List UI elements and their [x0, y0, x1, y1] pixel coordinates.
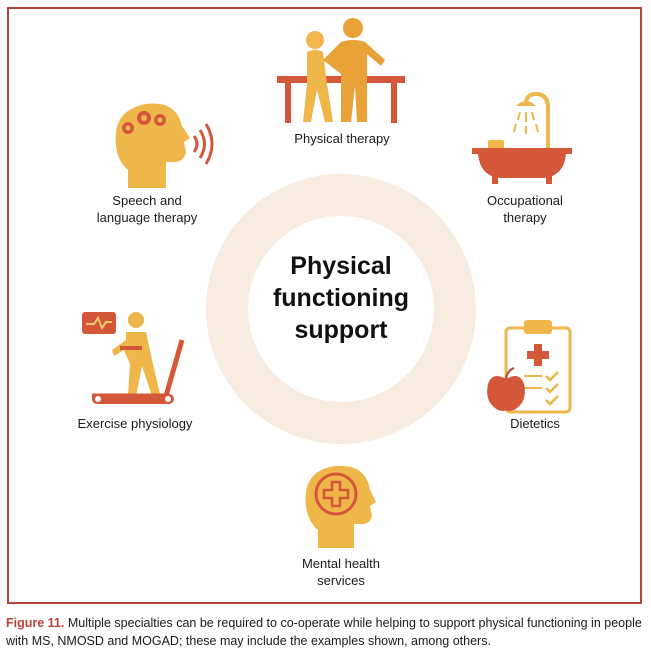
- center-title: Physical functioning support: [250, 250, 432, 346]
- speech-therapy-label: Speech and language therapy: [72, 192, 222, 226]
- label-line: Dietetics: [510, 416, 560, 431]
- mental-health-head-icon: [305, 465, 376, 548]
- clipboard-apple-icon: [487, 320, 572, 414]
- label-line: Speech and: [112, 193, 182, 208]
- label-line: Mental health: [301, 556, 381, 571]
- dietetics-label: Dietetics: [480, 415, 590, 432]
- mental-health-label: Mental health services: [266, 555, 416, 589]
- center-title-line: functioning: [272, 284, 410, 312]
- center-title-line: Physical: [290, 252, 392, 280]
- physical-therapy-label: Physical therapy: [262, 130, 422, 147]
- physical-therapy-icon: [277, 18, 405, 123]
- treadmill-icon: [82, 312, 185, 404]
- label-line: Occupational: [487, 193, 563, 208]
- center-title-line: support: [294, 316, 388, 344]
- speech-head-icon: [115, 103, 214, 188]
- label-line: Exercise physiology: [77, 416, 193, 431]
- exercise-physiology-label: Exercise physiology: [55, 415, 215, 432]
- occupational-therapy-label: Occupational therapy: [460, 192, 590, 226]
- label-line: Physical therapy: [294, 131, 390, 146]
- label-line: therapy: [503, 210, 547, 225]
- label-line: services: [317, 573, 365, 588]
- figure-caption: Figure 11. Multiple specialties can be r…: [6, 614, 646, 650]
- figure-label: Figure 11.: [6, 616, 65, 630]
- bathtub-icon: [472, 91, 572, 184]
- caption-text: Multiple specialties can be required to …: [6, 616, 642, 648]
- center-ring-hole: [248, 216, 434, 402]
- label-line: language therapy: [96, 210, 198, 225]
